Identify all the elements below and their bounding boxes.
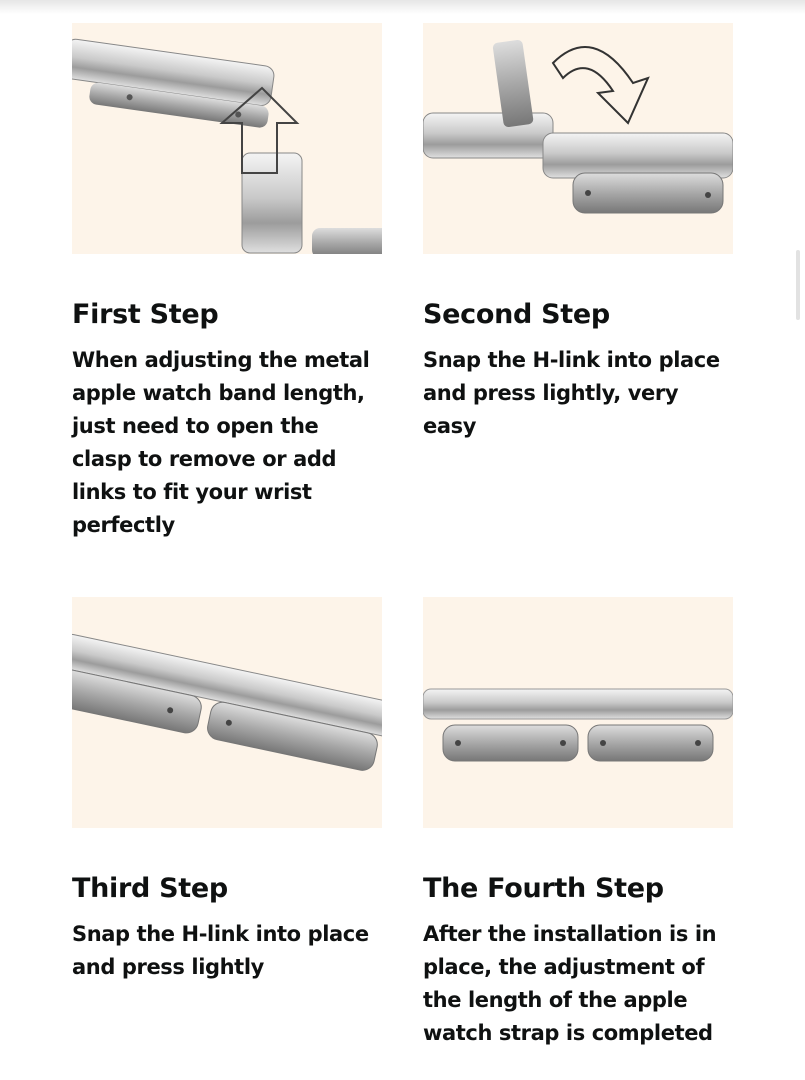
- completed-band-image: [423, 597, 733, 828]
- open-clasp-image: [72, 23, 382, 254]
- snap-h-link-image: [423, 23, 733, 254]
- step-description: After the installation is in place, the …: [423, 922, 717, 1045]
- header-shadow: [0, 0, 805, 14]
- step-card-1: First Step When adjusting the metal appl…: [72, 23, 382, 542]
- press-link-image: [72, 597, 382, 828]
- step-description: Snap the H-link into place and press lig…: [423, 348, 720, 438]
- step-title: The Fourth Step: [423, 873, 664, 904]
- step-description: Snap the H-link into place and press lig…: [72, 922, 369, 979]
- scrollbar[interactable]: [796, 250, 800, 320]
- step-title: Third Step: [72, 873, 228, 904]
- step-title: Second Step: [423, 299, 610, 330]
- step-card-4: The Fourth Step After the installation i…: [423, 597, 733, 1050]
- step-card-3: Third Step Snap the H-link into place an…: [72, 597, 382, 984]
- step-title: First Step: [72, 299, 219, 330]
- step-description: When adjusting the metal apple watch ban…: [72, 348, 370, 537]
- step-card-2: Second Step Snap the H-link into place a…: [423, 23, 733, 443]
